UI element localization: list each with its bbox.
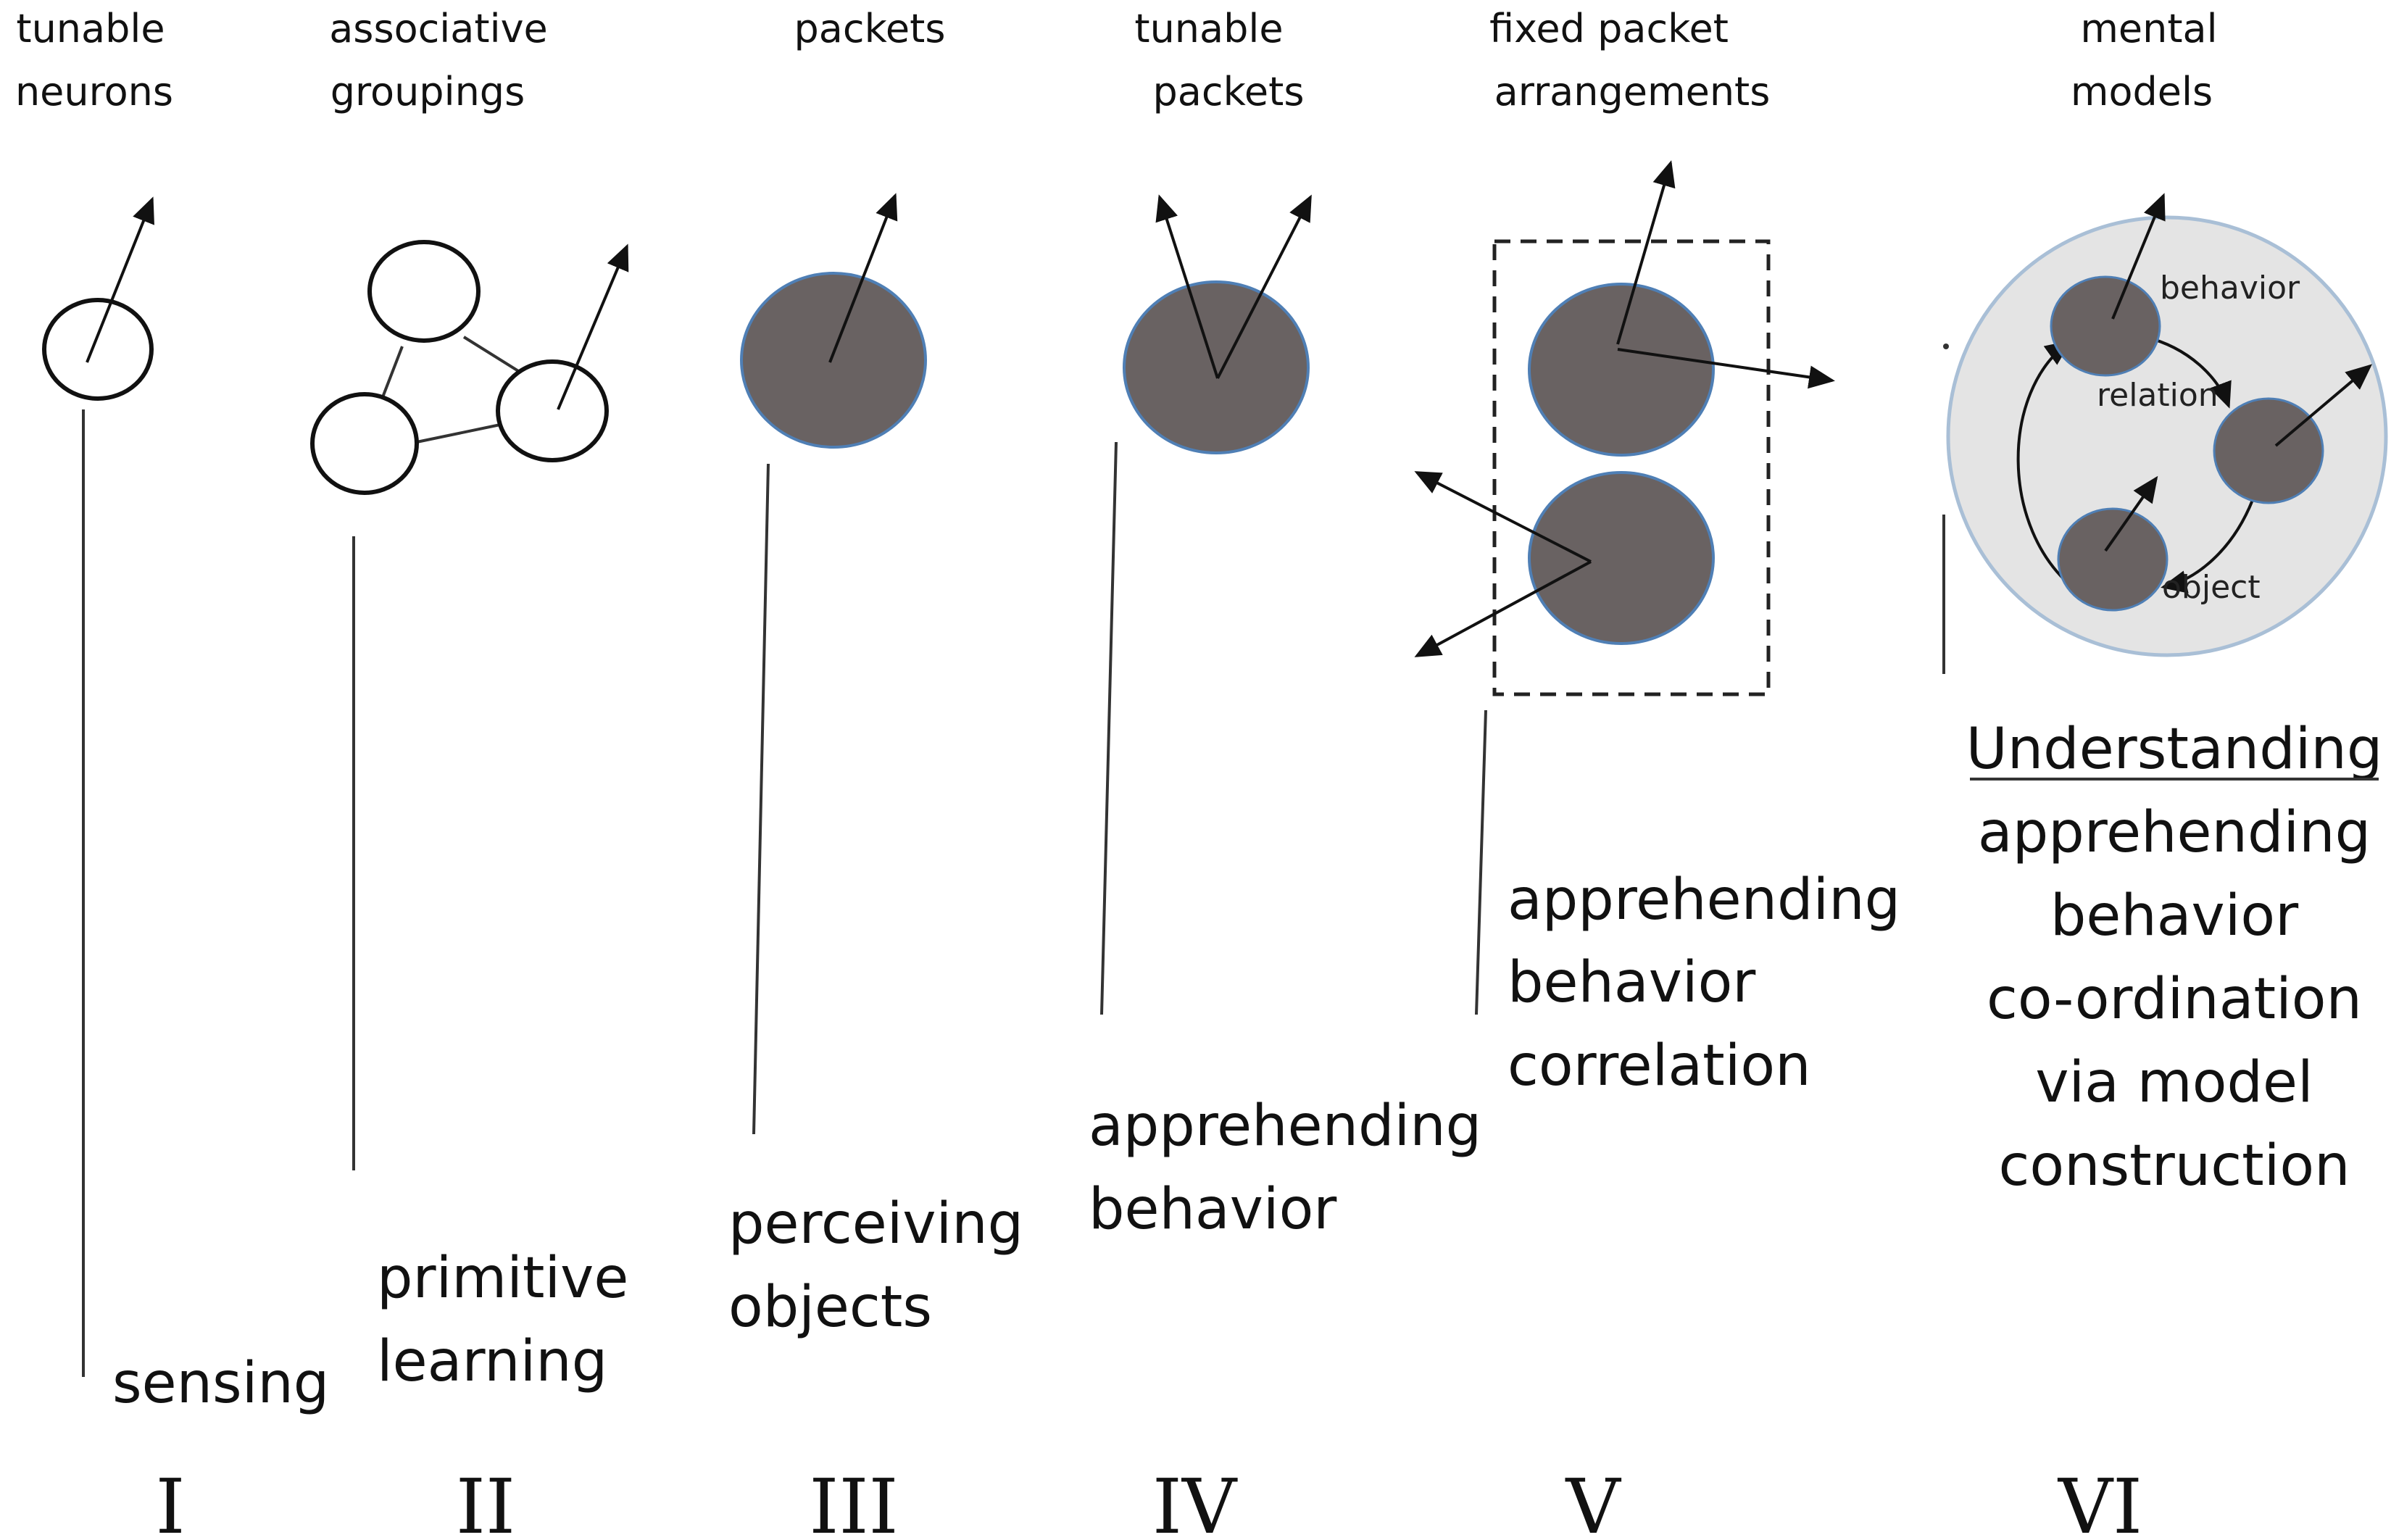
stage-4-figure: [1100, 194, 1312, 1015]
header-stage-2-line-1: associative: [329, 6, 548, 51]
model-object-arrow: [2104, 475, 2158, 552]
stage-1-figure: [42, 196, 154, 1377]
arrangement-packet-top: [1528, 283, 1715, 457]
header-stage-5-line-1: fixed packet: [1489, 6, 1729, 51]
model-relation-arrow: [2274, 364, 2373, 447]
relation-arc-left: [2016, 340, 2076, 590]
arrangement-dashed-box: [1492, 239, 1771, 696]
header-stage-6-line-1: mental: [2080, 6, 2217, 51]
header-stage-6-line-2: models: [2071, 69, 2213, 115]
header-stage-1-line-2: neurons: [15, 69, 173, 115]
caption-stage-2-line-1: primitive: [377, 1246, 628, 1311]
caption-stage-6-line-6: construction: [1998, 1133, 2350, 1199]
relation-arc-bottom: [2161, 499, 2254, 594]
caption-stage-5-line-3: correlation: [1508, 1033, 1811, 1099]
stage-2-figure: [310, 240, 629, 1170]
grouped-neuron-right: [496, 359, 609, 462]
caption-stage-6-line-5: via model: [2035, 1050, 2313, 1115]
stage-6-dot: [1943, 344, 1949, 349]
model-packet-object: [2057, 507, 2168, 612]
numeral-stage-2: II: [456, 1462, 515, 1540]
model-label-behavior: behavior: [2160, 270, 2300, 307]
model-packet-relation: [2213, 397, 2324, 504]
packet-circle: [740, 272, 927, 449]
numeral-stage-6: VI: [2057, 1462, 2142, 1540]
caption-stage-4-line-1: apprehending: [1089, 1094, 1481, 1159]
arrangement-arrow-upper-left: [1414, 471, 1592, 563]
tunable-packet-arrow-right: [1216, 194, 1312, 379]
group-link-top-left: [381, 346, 404, 398]
caption-stage-2-line-2: learning: [377, 1329, 607, 1394]
header-stage-3-line-1: packets: [794, 6, 946, 51]
header-stage-2-line-2: groupings: [330, 69, 525, 115]
caption-stage-5-line-1: apprehending: [1508, 867, 1900, 933]
tunable-packet-circle: [1123, 280, 1310, 454]
arrangement-arrow-right: [1617, 348, 1835, 389]
group-link-bottom: [416, 423, 504, 444]
header-stage-4-line-2: packets: [1153, 69, 1305, 115]
stage-3-timeline: [752, 463, 770, 1135]
model-behavior-arrow: [2111, 193, 2166, 320]
numeral-stage-4: IV: [1152, 1462, 1238, 1540]
caption-stage-1-line-1: sensing: [112, 1351, 329, 1416]
model-packet-behavior: [2050, 275, 2161, 377]
header-stage-1-line-1: tunable: [16, 6, 165, 51]
grouped-neuron-left: [310, 392, 419, 495]
caption-stage-3-line-2: objects: [728, 1275, 932, 1340]
numeral-stage-5: V: [1564, 1462, 1621, 1540]
group-link-top-right: [462, 336, 523, 375]
stage-5-figure: [1414, 160, 1835, 1015]
group-output-arrow: [557, 244, 629, 410]
grouped-neuron-top: [367, 240, 481, 343]
caption-stage-6-line-2: apprehending: [1978, 800, 2371, 865]
model-label-object: object: [2162, 569, 2261, 606]
arrangement-arrow-up: [1616, 160, 1676, 345]
caption-stage-3-line-1: perceiving: [728, 1191, 1023, 1257]
neuron-output-arrow: [86, 196, 154, 363]
caption-stage-6-line-3: behavior: [2050, 883, 2299, 949]
neuron-circle: [42, 298, 154, 401]
header-stage-4-line-1: tunable: [1134, 6, 1283, 51]
model-label-relation: relation: [2097, 377, 2219, 414]
caption-stage-6-heading: Understanding: [1966, 717, 2383, 782]
relation-arc-top: [2145, 336, 2232, 409]
arrangement-packet-bottom: [1528, 471, 1715, 645]
stage-3-figure: [740, 193, 927, 1135]
header-stage-5-line-2: arrangements: [1494, 69, 1771, 115]
caption-stage-6-line-4: co-ordination: [1987, 967, 2362, 1032]
tunable-packet-arrow-left: [1155, 194, 1219, 379]
caption-stage-4-line-2: behavior: [1089, 1177, 1337, 1242]
stage-5-timeline: [1475, 709, 1487, 1015]
numeral-stage-3: III: [809, 1462, 898, 1540]
stage-4-timeline: [1100, 441, 1118, 1015]
arrangement-arrow-lower-left: [1414, 560, 1592, 657]
caption-stage-5-line-2: behavior: [1508, 950, 1756, 1015]
numeral-stage-1: I: [155, 1462, 185, 1540]
packet-output-arrow: [828, 193, 898, 363]
stage-6-figure: behavior relation object: [1942, 193, 2388, 674]
